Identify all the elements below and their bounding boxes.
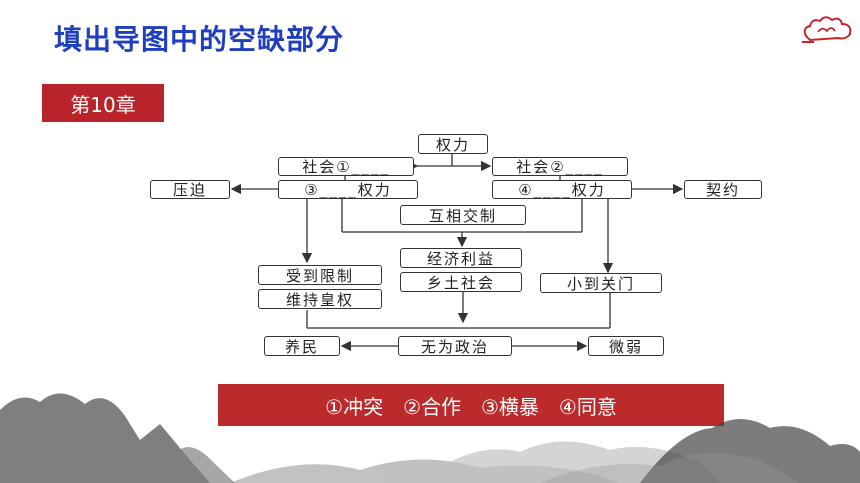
node-rural-society: 乡土社会 [400, 272, 522, 292]
node-oppression: 压迫 [150, 180, 230, 199]
node-small-closed: 小到关门 [540, 273, 662, 293]
node-mutual-check: 互相交制 [400, 205, 526, 225]
node-power-3: ③____权力 [278, 180, 418, 199]
mountain-landscape-decoration [0, 393, 860, 483]
node-nourish-people: 养民 [264, 336, 340, 356]
node-social-1: 社会①____ [278, 157, 414, 176]
page-title: 填出导图中的空缺部分 [54, 23, 345, 56]
node-economic-interest: 经济利益 [400, 248, 522, 268]
node-wuwei-politics: 无为政治 [398, 336, 512, 356]
cloud-ornament-icon [802, 16, 852, 43]
node-weak: 微弱 [588, 336, 664, 356]
chapter-badge: 第10章 [42, 84, 164, 122]
node-contract: 契约 [684, 180, 762, 199]
node-power-4: ④____权力 [492, 180, 632, 199]
node-limited: 受到限制 [258, 265, 382, 285]
node-social-2: 社会②____ [492, 157, 628, 176]
node-maintain-imperial: 维持皇权 [258, 289, 382, 309]
node-power: 权力 [418, 134, 488, 154]
answer-banner: ①冲突 ②合作 ③横暴 ④同意 [218, 384, 724, 426]
